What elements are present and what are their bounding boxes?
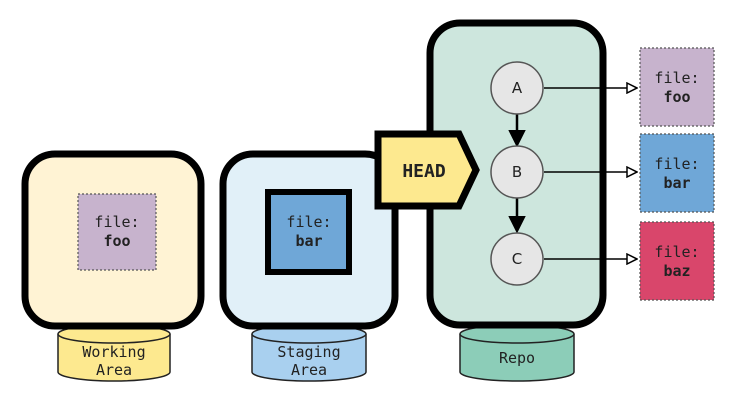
snapshot-foo: file: foo [639,47,715,127]
repo-area: Repo A B C [426,19,637,382]
repo-area-label: Repo [499,349,535,367]
snapshot-baz-box [639,221,715,301]
working-file: file: foo [77,193,157,271]
commit-b: B [490,145,544,199]
working-area-label-line1: Working [82,343,145,361]
working-file-name: foo [103,232,130,250]
snapshot-foo-name: foo [663,88,690,106]
commit-c-node [490,232,544,286]
commit-a: A [490,61,544,115]
commit-c: C [490,232,544,286]
working-area: Working Area file: foo [21,150,205,382]
staging-file-label: file: [286,213,331,231]
staging-area-label-line2: Area [291,361,327,379]
snapshot-baz-label: file: [654,243,699,261]
commit-a-label: A [512,79,523,97]
snapshot-bar-box [639,133,715,213]
snapshot-bar: file: bar [639,133,715,213]
working-area-base: Working Area [57,324,171,382]
working-file-box [77,193,157,271]
staging-area-base: Staging Area [251,324,367,382]
snapshot-foo-label: file: [654,69,699,87]
head-pointer: HEAD [374,130,480,210]
commit-b-node [490,145,544,199]
snapshot-baz-name: baz [663,262,690,280]
working-area-label-line2: Area [96,361,132,379]
snapshot-bar-name: bar [663,174,690,192]
staging-file-name: bar [295,232,322,250]
staging-area: Staging Area file: bar [219,150,399,382]
head-pointer-shape [374,130,480,210]
commit-b-label: B [512,163,522,181]
working-file-label: file: [94,213,139,231]
commit-c-label: C [512,250,522,268]
snapshot-bar-label: file: [654,155,699,173]
snapshot-baz: file: baz [639,221,715,301]
staging-area-label-line1: Staging [277,343,340,361]
repo-area-base: Repo [459,324,575,382]
staging-file: file: bar [265,189,352,275]
commit-a-node [490,61,544,115]
head-label: HEAD [402,161,446,182]
snapshot-foo-box [639,47,715,127]
staging-file-box [265,189,352,275]
